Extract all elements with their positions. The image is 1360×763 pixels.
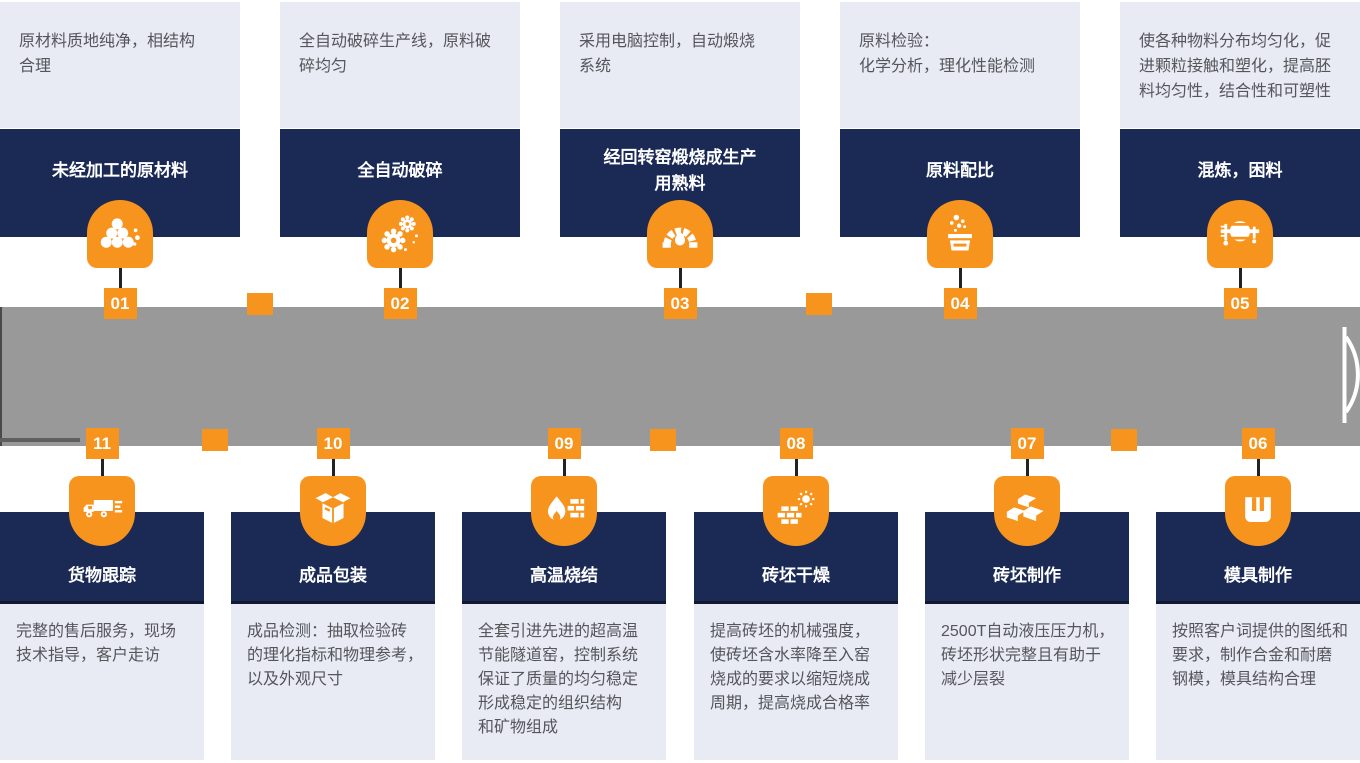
mixer-icon (1220, 221, 1260, 246)
step-description: 全自动破碎生产线，原料破 碎均匀 (280, 2, 520, 128)
brick-wall-sun-icon (777, 490, 815, 524)
step-connector (398, 267, 402, 289)
step-card-11: 11 货物跟踪 完整的售后服务，现场 技术指导，客户走访 (0, 420, 204, 763)
road-dot (247, 293, 273, 315)
title-box-underline (231, 601, 435, 604)
bricks-stack-icon (1006, 494, 1044, 522)
step-description: 2500T自动液压压力机， 砖坯形状完整且有助于 减少层裂 (925, 604, 1129, 760)
step-number-badge: 02 (383, 288, 417, 319)
step-icon-arch (367, 200, 433, 268)
step-description: 成品检测：抽取检验砖 的理化指标和物理参考， 以及外观尺寸 (231, 604, 435, 760)
step-icon-arch (1207, 200, 1273, 268)
title-box-underline (925, 601, 1129, 604)
step-icon-arch (994, 476, 1060, 546)
step-connector (1256, 459, 1260, 477)
title-box-underline (462, 601, 666, 604)
step-number-badge: 05 (1223, 288, 1257, 319)
step-title: 未经加工的原材料 (52, 161, 188, 180)
step-title: 砖坯制作 (993, 565, 1061, 585)
step-icon-arch (87, 200, 153, 268)
step-description: 全套引进先进的超高温 节能隧道窑，控制系统 保证了质量的均匀稳定 形成稳定的组织… (462, 604, 666, 760)
step-number-badge: 08 (779, 428, 813, 459)
step-number-badge: 09 (547, 428, 581, 459)
step-connector (562, 459, 566, 477)
step-description: 按照客户词提供的图纸和 要求，制作合金和耐磨 钢模，模具结构合理 (1156, 604, 1360, 760)
step-title: 原料配比 (926, 161, 994, 180)
road-dot (202, 429, 228, 451)
step-number-badge: 07 (1010, 428, 1044, 459)
step-title: 成品包装 (299, 565, 367, 585)
step-card-06: 06 模具制作 按照客户词提供的图纸和 要求，制作合金和耐磨 钢模，模具结构合理 (1156, 420, 1360, 763)
step-connector (118, 267, 122, 289)
step-number-badge: 10 (316, 428, 350, 459)
step-card-03: 采用电脑控制，自动煅烧 系统 经回转窑煅烧成生产 用熟料 03 (560, 0, 800, 330)
package-box-icon (315, 493, 351, 523)
title-box-underline (1156, 601, 1360, 604)
road-bottom-edge-shadow (0, 438, 80, 442)
step-description: 采用电脑控制，自动煅烧 系统 (560, 2, 800, 128)
step-title: 经回转窑煅烧成生产 用熟料 (603, 148, 757, 193)
kiln-flame-icon (662, 227, 698, 248)
step-title: 高温烧结 (530, 565, 598, 585)
step-description: 提高砖坯的机械强度， 使砖坯含水率降至入窑 烧成的要求以缩短烧成 周期，提高烧成… (694, 604, 898, 760)
step-description: 原材料质地纯净，相结构 合理 (0, 2, 240, 128)
road-dot (650, 429, 676, 451)
step-number-badge: 06 (1241, 428, 1275, 459)
step-card-01: 原材料质地纯净，相结构 合理 未经加工的原材料 01 (0, 0, 240, 330)
step-number-badge: 01 (103, 288, 137, 319)
road-uturn-arc (1342, 327, 1360, 423)
mold-icon (1245, 497, 1271, 522)
step-title: 混炼，困料 (1197, 161, 1283, 180)
step-description: 原料检验： 化学分析，理化性能检测 (840, 2, 1080, 128)
step-icon-arch (927, 200, 993, 268)
step-number-badge: 04 (943, 288, 977, 319)
step-card-02: 全自动破碎生产线，原料破 碎均匀 全自动破碎 02 (280, 0, 520, 330)
step-connector (1025, 459, 1029, 477)
step-icon-arch (1225, 476, 1291, 546)
step-icon-arch (69, 476, 135, 546)
road-dot (1111, 429, 1137, 451)
step-icon-arch (300, 476, 366, 546)
step-connector (958, 267, 962, 289)
step-title: 货物跟踪 (68, 565, 136, 585)
step-connector (100, 459, 104, 477)
step-title: 全自动破碎 (357, 161, 443, 180)
road-dot (806, 293, 832, 315)
step-icon-arch (531, 476, 597, 546)
step-icon-arch (647, 200, 713, 268)
rock-pile-icon (100, 218, 140, 248)
step-connector (331, 459, 335, 477)
step-connector (794, 459, 798, 477)
step-description: 使各种物料分布均匀化，促 进颗粒接触和塑化，提高胚 料均匀性，结合性和可塑性 (1120, 2, 1360, 128)
step-title-box: 经回转窑煅烧成生产 用熟料 (560, 129, 800, 237)
step-title: 模具制作 (1224, 565, 1292, 585)
step-connector (1238, 267, 1242, 289)
step-card-07: 07 砖坯制作 2500T自动液压压力机， 砖坯形状完整且有助于 减少层裂 (925, 420, 1129, 763)
road-band (0, 307, 1360, 446)
title-box-underline (0, 601, 204, 604)
step-card-05: 使各种物料分布均匀化，促 进颗粒接触和塑化，提高胚 料均匀性，结合性和可塑性 混… (1120, 0, 1360, 330)
step-icon-arch (763, 476, 829, 546)
step-number-badge: 11 (85, 428, 119, 459)
road-left-edge (0, 307, 2, 446)
flame-bricks-icon (547, 496, 585, 522)
title-box-underline (694, 601, 898, 604)
step-connector (678, 267, 682, 289)
step-number-badge: 03 (663, 288, 697, 319)
step-card-10: 10 成品包装 成品检测：抽取检验砖 的理化指标和物理参考， 以及外观尺寸 (231, 420, 435, 763)
material-box-icon (948, 214, 972, 251)
step-card-08: 08 砖坯干燥 提高砖坯的机械强度， 使砖坯含水率降至入窑 烧成的要求以缩短烧成… (694, 420, 898, 763)
step-card-04: 原料检验： 化学分析，理化性能检测 原料配比 04 (840, 0, 1080, 330)
step-card-09: 09 高温烧结 全套引进先进的超高温 节能隧道窑，控制系统 保证了质量的均匀稳定… (462, 420, 666, 763)
step-title: 砖坯干燥 (762, 565, 830, 585)
gears-icon (381, 215, 418, 253)
truck-icon (83, 500, 123, 518)
step-description: 完整的售后服务，现场 技术指导，客户走访 (0, 604, 204, 760)
